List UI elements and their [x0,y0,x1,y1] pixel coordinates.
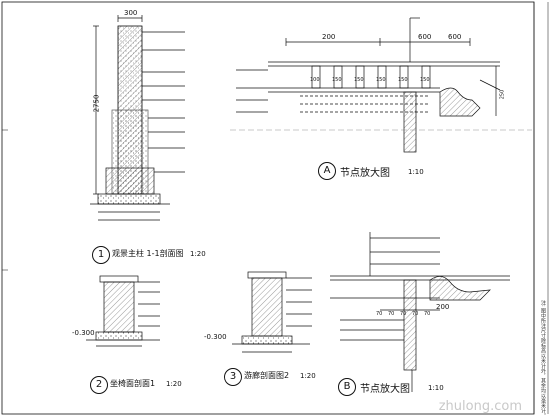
detail-3-corridor-section [232,271,312,353]
detail-B-scale: 1:10 [428,384,444,392]
detail-A-scale: 1:10 [408,168,424,176]
dim-b-row-4: 70 [424,311,431,317]
dim-a-1: 200 [322,33,336,41]
dim-a-row-0: 100 [310,77,320,83]
detail-2-seat-section [86,275,160,347]
detail-3-scale: 1:20 [300,372,316,380]
dim-a-row-3: 150 [376,77,386,83]
dim-a-row-2: 150 [354,77,364,83]
dim-a-row-4: 150 [398,77,408,83]
detail-A-beam [236,17,501,153]
dim-b: 200 [436,303,450,311]
detail-A-title: 节点放大图 [340,168,390,179]
dim-a-side: 250 [499,89,506,100]
detail-A-marker: A [318,162,336,180]
detail-B-title: 节点放大图 [360,384,410,395]
detail-B-beam [330,232,510,392]
footer-note: 注: 图中所注尺寸除标高以米计外，其余均以毫米计。 [540,300,546,419]
detail-2-scale: 1:20 [166,380,182,388]
detail-1-marker: 1 [92,246,110,264]
detail-1-scale: 1:20 [190,250,206,258]
detail-3-title: 游廊剖面图2 [244,371,290,380]
d2-level: -0.300 [72,329,95,337]
dim-col-height: 2750 [92,94,101,113]
dim-col-top: 300 [124,9,138,17]
dim-b-row-2: 70 [400,311,407,317]
dim-a-row-1: 150 [332,77,342,83]
detail-2-title: 坐椅面剖面1 [110,379,156,388]
watermark: zhulong.com [438,399,522,414]
dim-a-row-5: 150 [420,77,430,83]
dim-b-row-0: 70 [376,311,383,317]
detail-2-marker: 2 [90,376,108,394]
detail-3-marker: 3 [224,368,242,386]
detail-B-marker: B [338,378,356,396]
dim-b-row-3: 70 [412,311,419,317]
dim-a-3: 600 [448,33,462,41]
detail-1-column-section [90,15,185,221]
d3-level: -0.300 [204,333,227,341]
detail-1-title: 观景主柱 1-1剖面图 [112,249,184,258]
dim-a-2: 600 [418,33,432,41]
dim-b-row-1: 70 [388,311,395,317]
